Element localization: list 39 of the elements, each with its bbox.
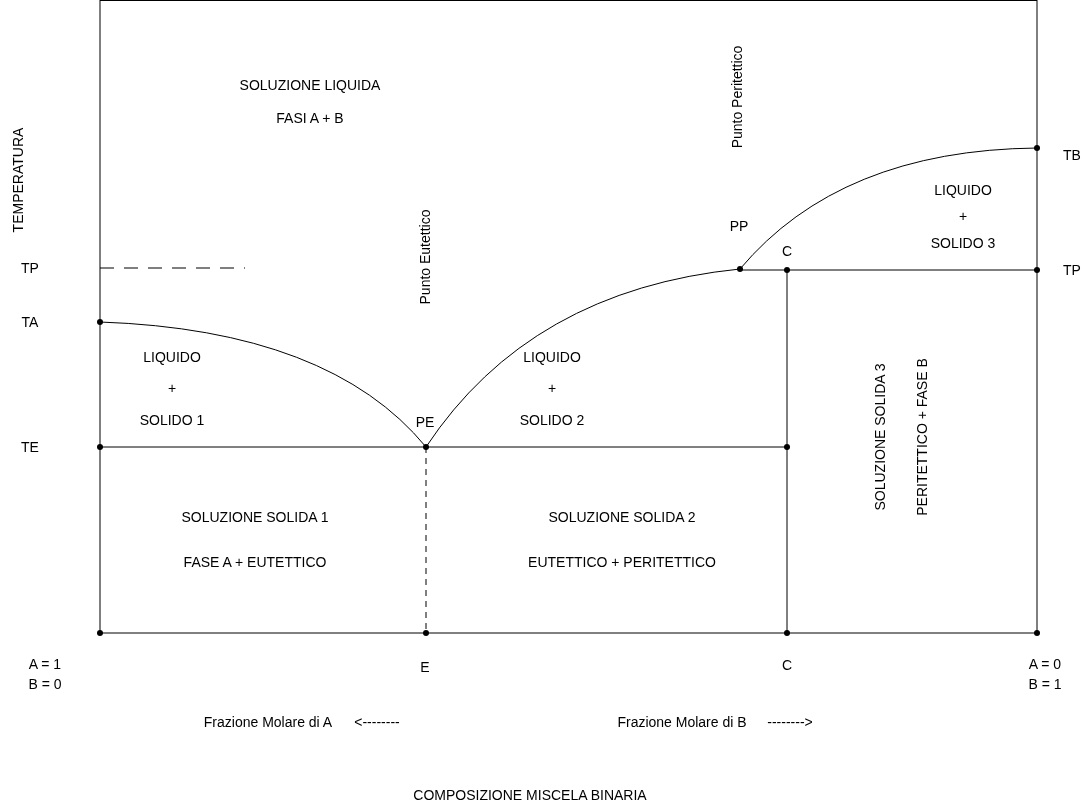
tick-label: TP [21,261,39,275]
region-label: SOLIDO 1 [139,413,205,427]
point-label: PP [729,219,749,233]
region-label: FASE A + EUTETTICO [183,555,327,569]
region-label: + [958,209,968,223]
tick-label: TP [1063,263,1081,277]
axis-title: TEMPERATURA [11,127,25,233]
point-label: Punto Eutettico [418,209,432,305]
region-label: EUTETTICO + PERITETTICO [528,555,716,569]
tick-label: A = 0 [1028,657,1062,671]
region-label: FASI A + B [276,111,344,125]
region-label: PERITETTICO + FASE B [915,358,929,516]
tick-label: TB [1063,148,1081,162]
axis-note: Frazione Molare di B [617,715,747,729]
point-label: Punto Peritettico [730,45,744,149]
tick-label: TA [21,315,39,329]
region-label: + [547,381,557,395]
tick-label: TE [21,440,39,454]
axis-note: Frazione Molare di A [203,715,333,729]
tick-label: B = 0 [28,677,62,691]
point-label: C [781,244,793,258]
tick-label: E [420,660,430,674]
region-label: LIQUIDO [934,183,992,197]
direction-text: --------> [767,715,813,729]
region-label: LIQUIDO [143,350,201,364]
region-label: SOLUZIONE SOLIDA 3 [873,363,887,511]
region-label: + [167,381,177,395]
point-label: PE [415,415,435,429]
tick-label: B = 1 [1028,677,1062,691]
region-label: LIQUIDO [523,350,581,364]
region-label: SOLUZIONE SOLIDA 2 [548,510,696,524]
region-label: SOLUZIONE SOLIDA 1 [181,510,329,524]
tick-label: C [781,658,793,672]
region-label: SOLIDO 3 [930,236,996,250]
region-label: SOLIDO 2 [519,413,585,427]
region-label: SOLUZIONE LIQUIDA [239,78,381,92]
caption: COMPOSIZIONE MISCELA BINARIA [413,788,647,802]
direction-text: <-------- [354,715,400,729]
tick-label: A = 1 [28,657,62,671]
